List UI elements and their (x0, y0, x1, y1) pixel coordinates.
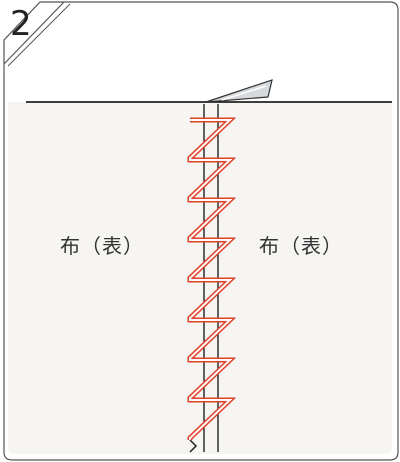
step-number: 2 (10, 4, 32, 44)
step-tab-line-inner (7, 3, 71, 67)
step-tab-line-outer (3, 1, 65, 65)
zigzag-stitch-core (189, 119, 233, 440)
zigzag-stitch (187, 117, 237, 453)
fabric-label-right: 布（表） (259, 234, 343, 258)
fabric-label-left: 布（表） (60, 234, 144, 258)
folded-seam-allowance (205, 79, 273, 103)
needle-mark (189, 439, 198, 453)
fold-inner-line (221, 85, 267, 101)
